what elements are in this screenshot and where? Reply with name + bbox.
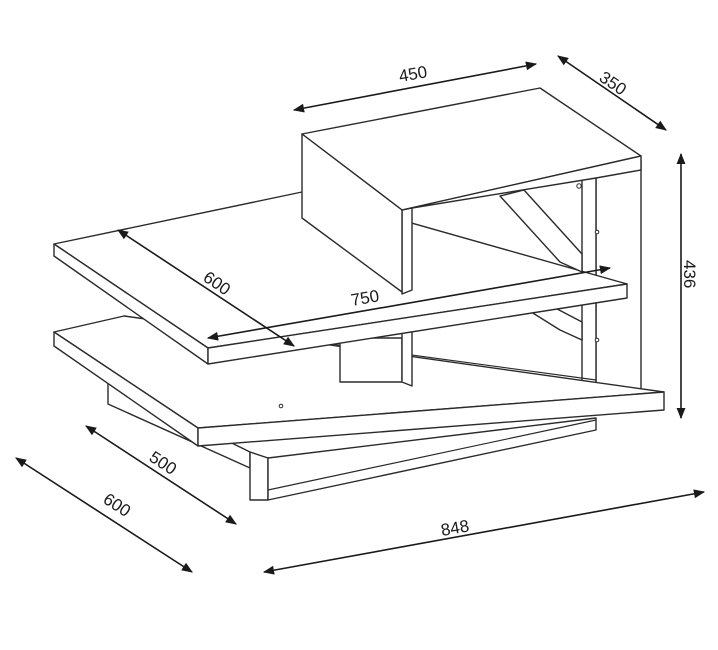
label-overall-width: 848 xyxy=(439,516,470,540)
dimension-lines xyxy=(15,55,706,575)
top-box xyxy=(301,87,642,293)
label-top-box-depth: 350 xyxy=(596,68,630,100)
dimension-labels: 450 350 436 600 750 500 600 848 xyxy=(100,62,699,540)
dim-line-350 xyxy=(557,55,667,131)
dim-line-450 xyxy=(292,61,538,113)
label-top-box-width: 450 xyxy=(397,62,428,86)
dim-line-750 xyxy=(206,265,612,341)
dim-line-848 xyxy=(262,489,706,575)
label-height: 436 xyxy=(680,260,699,288)
label-base-depth: 500 xyxy=(146,447,180,478)
dim-line-600-overall xyxy=(15,457,193,573)
label-shelf-width: 750 xyxy=(349,286,380,310)
